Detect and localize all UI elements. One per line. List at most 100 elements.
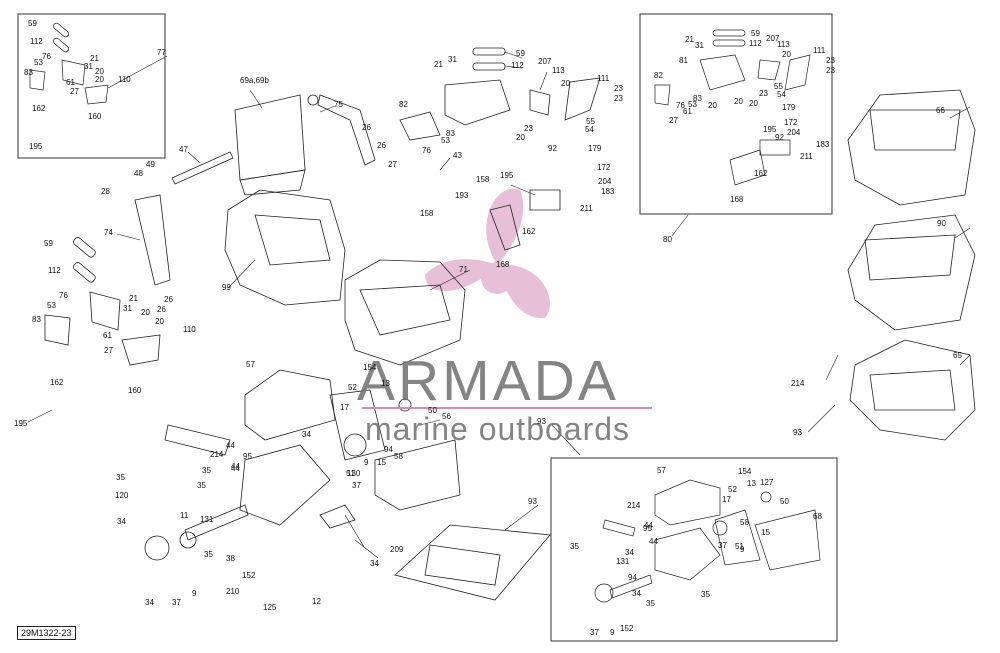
callout-number: 51 <box>735 542 744 551</box>
callout-number: 59 <box>28 19 37 28</box>
callout-number: 160 <box>128 386 142 395</box>
watermark-tagline: marine outboards <box>365 411 631 447</box>
callout-number: 53 <box>47 301 56 310</box>
callout-number: 54 <box>585 125 594 134</box>
drawing-code: 29M1322-23 <box>17 626 76 640</box>
callout-number: 113 <box>552 66 565 75</box>
callout-number: 44 <box>231 464 240 473</box>
seat-66 <box>847 89 976 206</box>
callout-number: 76 <box>59 291 68 300</box>
callout-number: 21 <box>129 294 138 303</box>
callout-number: 55 <box>774 82 783 91</box>
callout-number: 53 <box>441 136 450 145</box>
callout-number: 214 <box>210 450 224 459</box>
bottom-left-assembly <box>144 369 461 561</box>
callout-number: 35 <box>646 599 655 608</box>
callout-number: 82 <box>399 100 408 109</box>
inset-topright-parts <box>654 29 811 186</box>
callout-number: 28 <box>101 187 110 196</box>
callout-number: 195 <box>14 419 28 428</box>
callout-number: 57 <box>657 466 666 475</box>
callout-number: 152 <box>620 624 634 633</box>
callout-number: 154 <box>738 467 752 476</box>
callout-number: 94 <box>628 573 637 582</box>
callout-number: 95 <box>243 452 252 461</box>
callout-number: 31 <box>448 55 457 64</box>
callout-number: 59 <box>751 29 760 38</box>
callout-number: 9 <box>364 458 369 467</box>
callout-number: 112 <box>30 37 43 46</box>
arm-75 <box>307 94 376 166</box>
callout-number: 207 <box>538 57 552 66</box>
callout-number: 71 <box>459 265 468 274</box>
callout-number: 20 <box>708 101 717 110</box>
rod-47 <box>171 151 234 185</box>
callout-number: 204 <box>787 128 801 137</box>
callout-number: 83 <box>446 129 455 138</box>
callout-number: 31 <box>84 62 93 71</box>
inset-frame-lowright <box>550 457 838 642</box>
callout-number: 9 <box>192 589 197 598</box>
callout-number: 26 <box>164 295 173 304</box>
callout-number: 125 <box>263 603 277 612</box>
watermark-divider <box>362 407 652 409</box>
callout-number: 20 <box>516 133 525 142</box>
callout-number: 168 <box>496 260 510 269</box>
callout-number: 80 <box>663 235 672 244</box>
callout-number: 207 <box>766 34 780 43</box>
callout-number: 179 <box>782 103 796 112</box>
inset-frame-topright <box>639 13 833 215</box>
seat-frame-99 <box>224 189 346 306</box>
callout-number: 31 <box>123 304 132 313</box>
callout-number: 17 <box>340 403 349 412</box>
callout-number: 92 <box>775 133 784 142</box>
callout-number: 52 <box>348 383 357 392</box>
callout-number: 35 <box>204 550 213 559</box>
callout-number: 35 <box>197 481 206 490</box>
shipping-box-38 <box>394 524 551 601</box>
leader-lines <box>27 51 971 559</box>
seat-backrest-shell <box>234 94 306 196</box>
callout-number: 23 <box>826 66 835 75</box>
callout-number: 34 <box>625 548 634 557</box>
callout-number: 195 <box>29 142 43 151</box>
callout-number: 35 <box>701 590 710 599</box>
callout-number: 93 <box>528 497 537 506</box>
callout-number: 90 <box>937 219 946 228</box>
callout-number: 204 <box>598 177 612 186</box>
callout-number: 76 <box>422 146 431 155</box>
callout-number: 34 <box>302 430 311 439</box>
callout-number: 110 <box>118 75 131 84</box>
callout-number: 17 <box>722 495 731 504</box>
callout-number: 183 <box>601 187 615 196</box>
callout-number: 65 <box>953 351 962 360</box>
callout-number: 83 <box>24 68 33 77</box>
callout-number: 37 <box>718 541 727 550</box>
callout-number: 92 <box>548 144 557 153</box>
callout-number: 211 <box>800 152 813 161</box>
callout-number: 34 <box>117 517 126 526</box>
callout-number: 53 <box>34 58 43 67</box>
callout-number: 214 <box>791 379 805 388</box>
watermark-propeller-logo <box>425 188 550 319</box>
callout-number: 23 <box>759 89 768 98</box>
callout-number: 158 <box>476 175 490 184</box>
callout-number: 52 <box>728 485 737 494</box>
callout-number: 127 <box>760 478 774 487</box>
callout-number: 59 <box>516 49 525 58</box>
callout-number: 81 <box>679 56 688 65</box>
callout-number: 50 <box>780 497 789 506</box>
callout-number: 211 <box>580 204 593 213</box>
callout-number: 76 <box>676 101 685 110</box>
callout-number: 54 <box>777 90 786 99</box>
callout-number: 93 <box>537 417 546 426</box>
callout-number: 160 <box>88 112 102 121</box>
callout-number: 49 <box>146 160 155 169</box>
callout-number: 131 <box>616 557 630 566</box>
callout-number: 69a,69b <box>240 76 269 85</box>
callout-number: 44 <box>644 521 653 530</box>
callout-number: 37 <box>172 598 181 607</box>
callout-number: 34 <box>632 589 641 598</box>
callout-number: 59 <box>44 239 53 248</box>
